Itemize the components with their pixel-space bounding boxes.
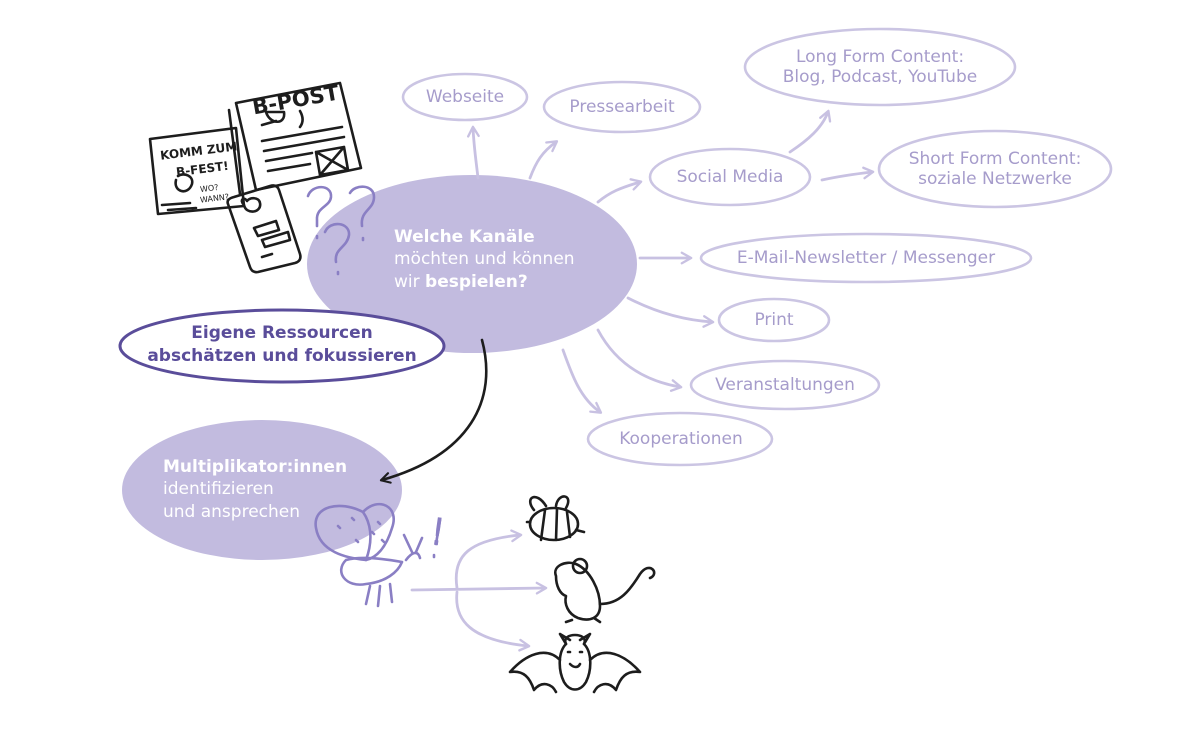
short-form-title: Short Form Content: [908, 149, 1082, 169]
arrow-to-social-media [596, 178, 643, 204]
bubble-pressearbeit [542, 80, 702, 134]
arrow-to-kooperationen [561, 348, 603, 414]
butterfly-icon [314, 502, 442, 608]
label-short-form: Short Form Content: soziale Netzwerke [885, 149, 1105, 190]
arrow-central-to-multiplier [379, 338, 488, 484]
central-line-3: wir bespielen? [394, 271, 528, 292]
arrow-to-veranstaltungen [596, 328, 683, 392]
resources-line-1: Eigene Ressourcen [191, 323, 373, 343]
bubble-short-form [877, 129, 1113, 209]
bubble-print [717, 297, 831, 343]
bubble-veranstaltungen [689, 359, 881, 411]
question-marks-icon [306, 185, 376, 276]
arrow-to-short-form [820, 166, 875, 182]
smartphone-icon [226, 184, 302, 274]
bubble-newsletter [699, 232, 1033, 284]
bubble-long-form [743, 27, 1017, 107]
arrow-to-webseite [466, 125, 480, 180]
resources-label: Eigene Ressourcen abschätzen und fokussi… [132, 322, 432, 368]
arrow-to-long-form [788, 109, 832, 154]
short-form-items: soziale Netzwerke [918, 169, 1072, 190]
long-form-title: Long Form Content: [795, 47, 965, 67]
bubble-social-media [648, 147, 812, 207]
arrow-to-pressearbeit [528, 140, 559, 180]
bee-icon [525, 495, 586, 542]
label-long-form: Long Form Content: Blog, Podcast, YouTub… [760, 47, 1000, 88]
long-form-items: Blog, Podcast, YouTube [782, 67, 978, 88]
label-kooperationen: Kooperationen [619, 429, 743, 449]
bubble-kooperationen [586, 411, 774, 467]
arrow-to-print [626, 296, 715, 328]
resources-line-2: abschätzen und fokussieren [147, 345, 417, 366]
newspaper-icon [227, 81, 363, 196]
label-webseite: Webseite [425, 87, 505, 107]
arrow-to-bat [455, 590, 531, 652]
resources-pill [118, 308, 446, 384]
central-title: Welche Kanäle [394, 227, 535, 247]
label-social-media: Social Media [676, 167, 784, 187]
bubble-webseite [401, 72, 529, 122]
central-question: Welche Kanäle möchten und können wir bes… [394, 226, 575, 293]
label-pressearbeit: Pressearbeit [569, 97, 675, 117]
multiplier-ellipse [122, 420, 402, 560]
mouse-icon [554, 557, 656, 624]
label-veranstaltungen: Veranstaltungen [715, 375, 855, 395]
multiplier-line-2: identifizieren [163, 479, 274, 500]
central-ellipse [307, 175, 637, 353]
multiplier-line-3: und ansprechen [163, 501, 301, 522]
arrow-to-bee [454, 529, 523, 590]
central-line-2: möchten und können [394, 249, 575, 270]
arrow-to-mouse [410, 581, 548, 595]
multiplier-title: Multiplikator:innen [163, 457, 348, 477]
multiplier-label: Multiplikator:innen identifizieren und a… [163, 456, 347, 523]
label-print: Print [754, 310, 794, 330]
bat-icon [508, 632, 642, 694]
label-newsletter: E-Mail-Newsletter / Messenger [736, 248, 996, 268]
